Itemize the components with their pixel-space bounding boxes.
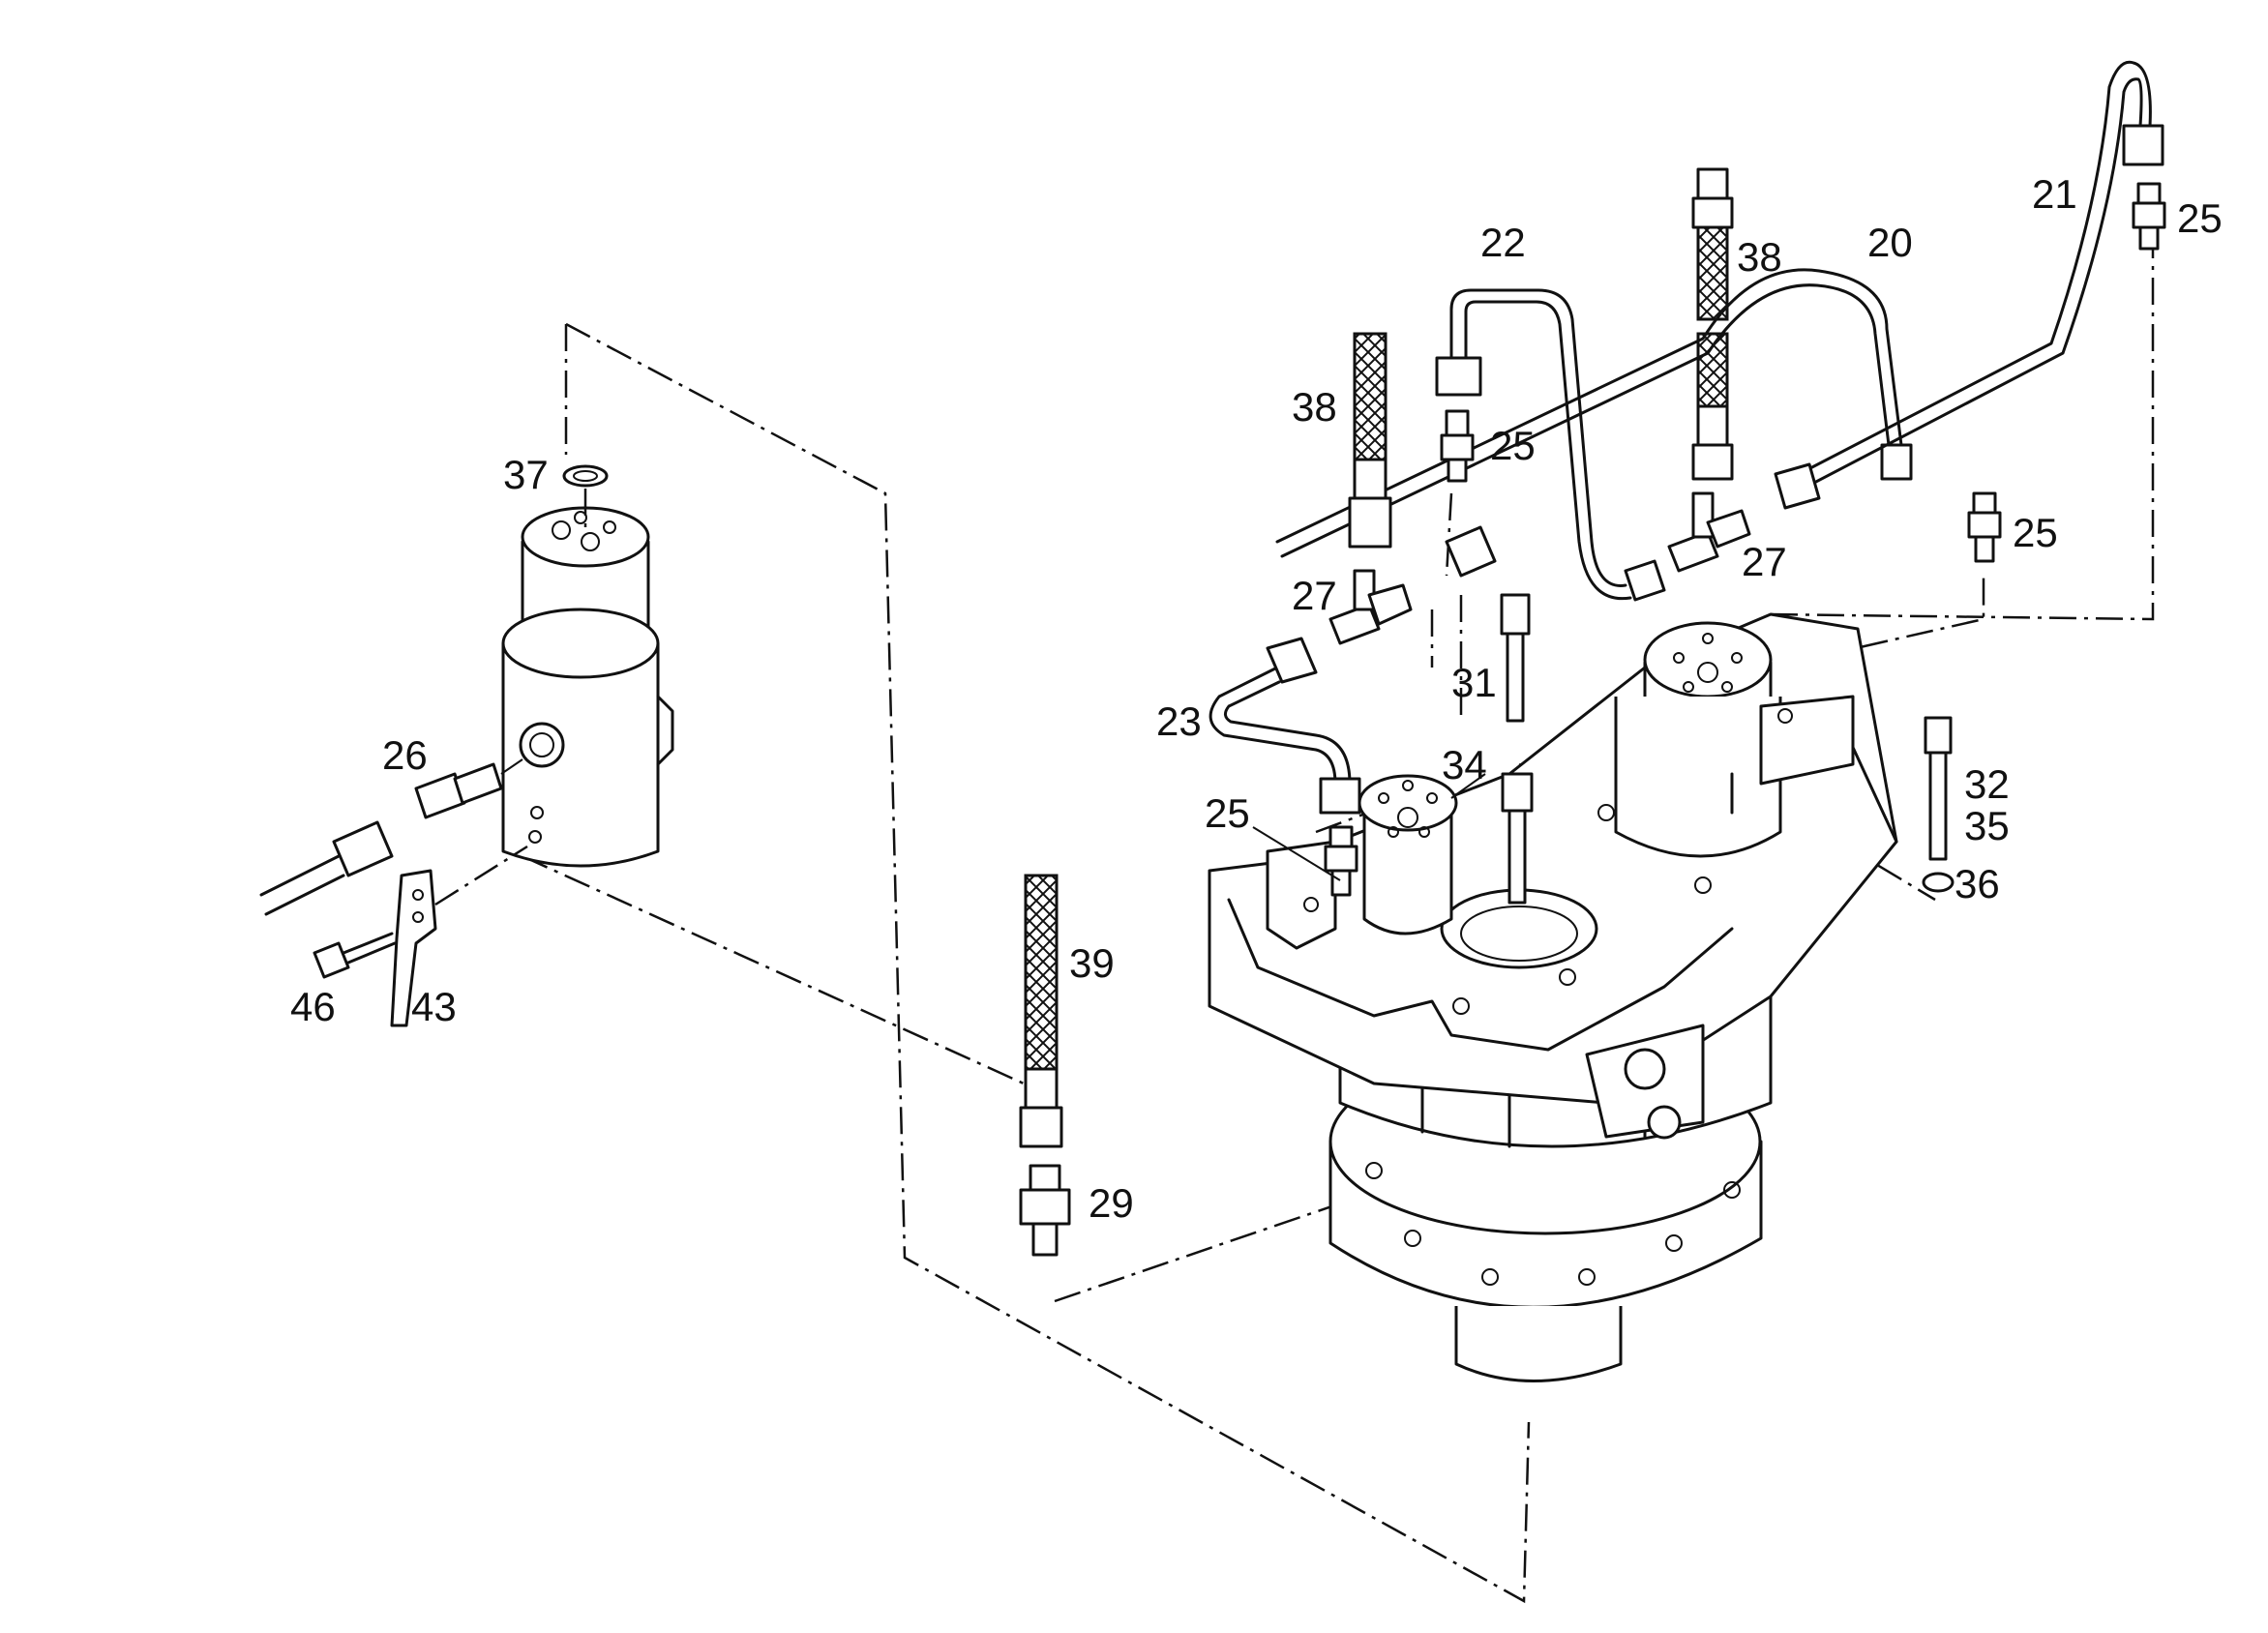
pipe-20 [1275,268,1913,578]
pipe-nut-left [259,820,394,916]
label-21: 21 [2032,171,2077,217]
right-cylinder-head [1614,621,1855,858]
leader-lines [1252,773,1486,881]
label-38-a: 38 [1292,384,1337,430]
bolt-31 [1500,593,1531,723]
label-37: 37 [503,452,549,497]
fitting-29 [1019,1164,1071,1257]
label-46: 46 [290,984,336,1029]
o-ring-37 [562,464,609,527]
tee-27-right [1667,491,1751,573]
label-36: 36 [1955,861,2000,906]
pipe-21 [1774,60,2164,510]
left-cylinder-head [1266,774,1458,950]
label-25-b: 25 [2177,195,2223,241]
label-32: 32 [1964,761,2010,807]
label-27-b: 27 [1742,539,1787,584]
valve-body [501,506,674,868]
screw-46 [313,932,397,979]
bolt-34 [1501,772,1534,905]
fitting-25-d [1324,825,1358,897]
label-31: 31 [1451,660,1497,705]
washer-36 [1922,872,1955,893]
pipe-23 [1209,637,1361,815]
bracket-43 [390,845,528,1027]
label-29: 29 [1089,1180,1134,1226]
label-27-a: 27 [1292,573,1337,618]
label-25-a: 25 [1490,423,1536,468]
label-43: 43 [411,984,457,1029]
fitting-26 [414,758,523,819]
part-number-labels: 20 21 22 23 25 25 25 25 26 27 27 29 31 3… [290,171,2223,1226]
pipe-22 [1435,288,1666,602]
label-35: 35 [1964,803,2010,848]
tee-27-left [1328,569,1413,645]
fitting-25-c [1967,491,2002,563]
label-23: 23 [1156,698,1202,744]
label-39: 39 [1069,940,1115,986]
label-22: 22 [1480,220,1526,265]
hose-38-right [1691,167,1734,481]
label-25-d: 25 [1205,790,1250,836]
label-20: 20 [1867,220,1913,265]
hose-39 [1019,874,1063,1148]
label-38-b: 38 [1737,234,1782,280]
label-34: 34 [1442,742,1487,787]
label-26: 26 [382,732,428,778]
fitting-25-a [1440,409,1475,483]
fitting-25-b [2132,182,2166,251]
label-25-c: 25 [2013,510,2058,555]
bolt-32 [1924,716,1953,861]
hose-38-left [1348,332,1392,549]
